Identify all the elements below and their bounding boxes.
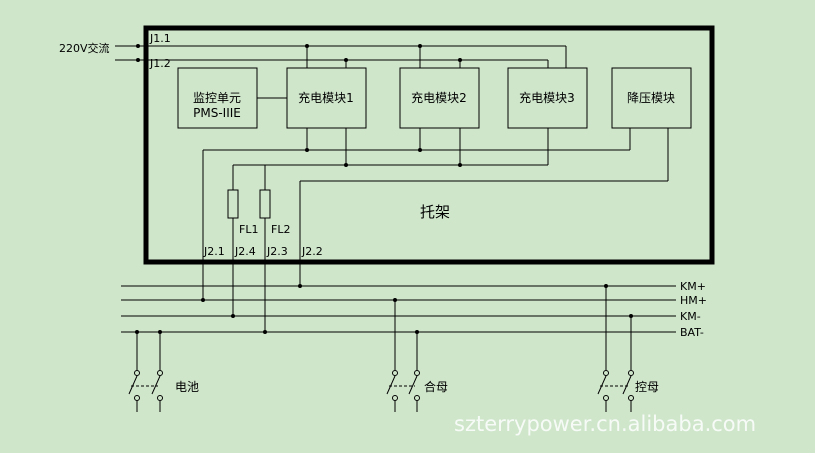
module-monitor: 监控单元 PMS-IIIE: [177, 67, 258, 129]
rack-label: 托架: [420, 203, 450, 221]
terminal-j24: J2.4: [234, 245, 256, 258]
junction-dots: [135, 44, 633, 334]
fuse-fl1-label: FL1: [239, 223, 258, 236]
charger-1-label: 充电模块1: [298, 90, 354, 105]
module-stepdown: 降压模块: [611, 67, 692, 129]
bus-km-minus: KM-: [680, 310, 701, 323]
ac-input: [115, 45, 567, 68]
terminal-j23: J2.3: [266, 245, 288, 258]
module-charger-1: 充电模块1: [286, 67, 367, 129]
bus-bat-minus: BAT-: [680, 326, 704, 339]
rack-frame: [143, 25, 715, 265]
load-battery-label: 电池: [175, 380, 199, 394]
terminal-j22: J2.2: [301, 245, 323, 258]
supply-label: 220V交流: [59, 41, 110, 55]
stepdown-label: 降压模块: [627, 91, 675, 105]
bus-km-plus: KM+: [680, 280, 706, 293]
terminal-j11: J1.1: [149, 32, 171, 45]
charger-3-label: 充电模块3: [519, 90, 575, 105]
monitor-name: 监控单元: [193, 91, 241, 105]
watermark: szterrypower.cn.alibaba.com: [454, 412, 756, 436]
bus-hm-plus: HM+: [680, 294, 707, 307]
load-control-label: 控母: [635, 380, 659, 394]
charger-2-label: 充电模块2: [411, 90, 467, 105]
branch-battery: [128, 332, 163, 412]
branch-control: [597, 286, 634, 412]
module-charger-3: 充电模块3: [507, 67, 588, 129]
monitor-model: PMS-IIIE: [193, 106, 241, 120]
branch-closing: [386, 300, 420, 412]
load-closing-label: 合母: [424, 379, 448, 394]
fuse-fl2-label: FL2: [271, 223, 290, 236]
terminal-j21: J2.1: [203, 245, 225, 258]
terminal-j12: J1.2: [149, 57, 171, 70]
module-charger-2: 充电模块2: [399, 67, 480, 129]
dc-buses: [121, 285, 676, 333]
internal-wiring: [202, 128, 669, 332]
fuse-fl1: [227, 189, 239, 219]
fuse-fl2: [259, 189, 271, 219]
